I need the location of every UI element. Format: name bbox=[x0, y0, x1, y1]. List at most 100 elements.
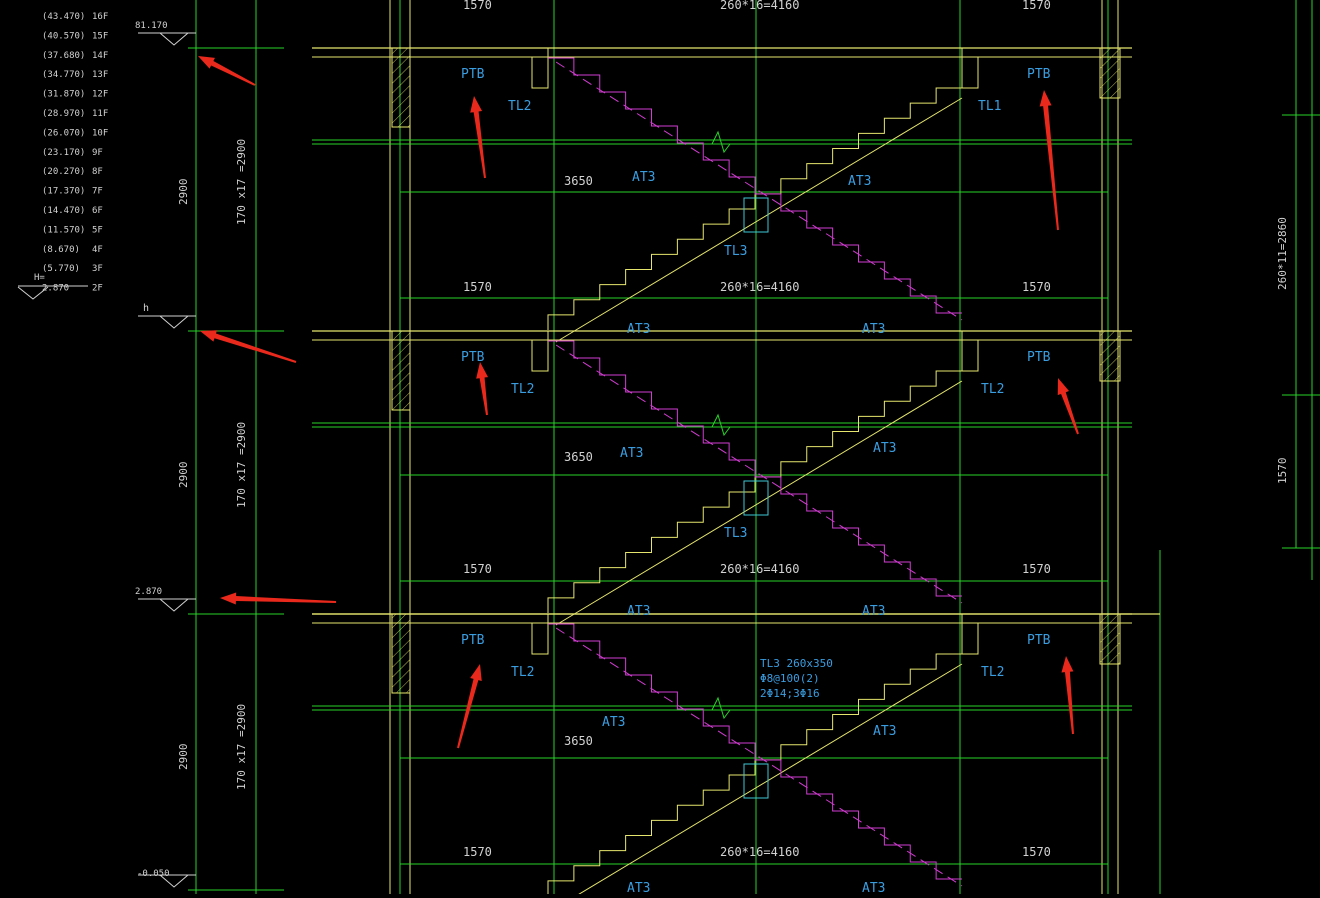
at3-label: AT3 bbox=[602, 715, 625, 730]
stair-soffit bbox=[555, 97, 963, 343]
mid-dim: 3650 bbox=[564, 174, 593, 188]
annotation-arrow bbox=[470, 96, 486, 179]
storey-height-2: 2900 bbox=[177, 462, 190, 489]
beam-tl3-box bbox=[743, 197, 769, 233]
mid-dim: 3650 bbox=[564, 734, 593, 748]
tl3-label: TL3 bbox=[724, 244, 747, 259]
flight-dim-a: 1570 bbox=[463, 280, 492, 294]
annotation-arrow bbox=[1061, 656, 1074, 735]
level-mark-triangle bbox=[159, 32, 189, 46]
ptb-label: PTB bbox=[461, 633, 485, 648]
wall-hatch bbox=[391, 613, 411, 694]
at3-label: AT3 bbox=[862, 881, 885, 894]
wall-hatch bbox=[1099, 47, 1121, 99]
at3-label: AT3 bbox=[873, 724, 896, 739]
flight-dim-c: 1570 bbox=[1022, 845, 1051, 859]
break-mark bbox=[711, 696, 731, 720]
flight-dim-a: 1570 bbox=[463, 845, 492, 859]
stair-flight-hidden bbox=[548, 340, 962, 597]
floor-number: 6F bbox=[92, 206, 103, 216]
level-mark-2870: 2.870 bbox=[135, 587, 162, 597]
tl1-label: TL1 bbox=[978, 99, 1001, 114]
floor-elevation: (40.570) bbox=[42, 31, 85, 41]
at3-label: AT3 bbox=[627, 604, 650, 619]
right-dim-landing: 1570 bbox=[1276, 458, 1289, 485]
drawing-geometry bbox=[138, 0, 1320, 898]
flight-dim-b: 260*16=4160 bbox=[720, 562, 799, 576]
at3-label: AT3 bbox=[620, 446, 643, 461]
riser-dim-3: 170 x17 =2900 bbox=[235, 704, 248, 790]
tl2-label: TL2 bbox=[511, 665, 534, 680]
ptb-label: PTB bbox=[1027, 350, 1051, 365]
at3-label: AT3 bbox=[862, 322, 885, 337]
floor-number: 5F bbox=[92, 225, 103, 235]
stair-flight-up-right bbox=[547, 370, 962, 613]
floor-elevation: (34.770) bbox=[42, 70, 85, 80]
floor-elevation: (17.370) bbox=[42, 187, 85, 197]
flight-dim-c: 1570 bbox=[1022, 562, 1051, 576]
floor-elevation: (28.970) bbox=[42, 109, 85, 119]
level-mark-top: 81.170 bbox=[135, 21, 168, 31]
wall-hatch bbox=[1099, 330, 1121, 382]
floor-elevation: (37.680) bbox=[42, 51, 85, 61]
break-mark bbox=[711, 130, 731, 154]
top-dim-mid: 260*16=4160 bbox=[720, 0, 799, 12]
floor-number: 15F bbox=[92, 31, 108, 41]
floor-number: 9F bbox=[92, 148, 103, 158]
right-dim-riser: 260*11=2860 bbox=[1276, 217, 1289, 290]
landing-beam-left bbox=[410, 614, 549, 655]
stair-flight-up-right bbox=[547, 653, 962, 896]
annotation-arrow bbox=[476, 362, 489, 416]
tl3-label: TL3 bbox=[724, 526, 747, 541]
floor-elevation: (20.270) bbox=[42, 167, 85, 177]
level-mark-base: -0.050 bbox=[137, 869, 170, 879]
floor-elevation: (43.470) bbox=[42, 12, 85, 22]
floor-number: 2F bbox=[92, 284, 103, 294]
floor-elevation: (8.670) bbox=[42, 245, 80, 255]
floor-number: 12F bbox=[92, 90, 108, 100]
landing-beam-left bbox=[410, 48, 549, 89]
level-mark-triangle bbox=[159, 598, 189, 612]
floor-number: 3F bbox=[92, 264, 103, 274]
landing-beam-right bbox=[961, 331, 1100, 372]
at3-label: AT3 bbox=[627, 322, 650, 337]
stair-soffit bbox=[555, 380, 963, 626]
tl2-label: TL2 bbox=[981, 382, 1004, 397]
annotation-arrows bbox=[198, 56, 1079, 749]
wall-hatch bbox=[1099, 613, 1121, 665]
at3-label: AT3 bbox=[632, 170, 655, 185]
ptb-label: PTB bbox=[1027, 67, 1051, 82]
flight-dim-a: 1570 bbox=[463, 562, 492, 576]
floor-elevation: (11.570) bbox=[42, 225, 85, 235]
floor-number: 10F bbox=[92, 128, 108, 138]
riser-dim-1: 170 x17 =2900 bbox=[235, 139, 248, 225]
stair-flight-hidden bbox=[548, 623, 962, 880]
elevation-triangle bbox=[17, 286, 49, 300]
at3-label: AT3 bbox=[873, 441, 896, 456]
tl2-label: TL2 bbox=[981, 665, 1004, 680]
at3-label: AT3 bbox=[848, 174, 871, 189]
floor-elevation: (5.770) bbox=[42, 264, 80, 274]
beam-note-line1: TL3 260x350 bbox=[760, 657, 833, 670]
storey-height-1: 2900 bbox=[177, 179, 190, 206]
stair-soffit bbox=[571, 663, 963, 898]
level-mark-h: h bbox=[143, 303, 149, 314]
flight-dim-b: 260*16=4160 bbox=[720, 280, 799, 294]
floor-elevation-table: (43.470)16F(40.570)15F(37.680)14F(34.770… bbox=[17, 12, 108, 300]
floor-number: 16F bbox=[92, 12, 108, 22]
stair-hidden-soffit bbox=[555, 627, 963, 887]
floor-number: 13F bbox=[92, 70, 108, 80]
annotation-arrow bbox=[1039, 90, 1059, 231]
landing-beam-right bbox=[961, 48, 1100, 89]
tl2-label: TL2 bbox=[511, 382, 534, 397]
ptb-label: PTB bbox=[461, 67, 485, 82]
floor-elevation: 2.870 bbox=[42, 284, 69, 294]
stair-hidden-soffit bbox=[555, 344, 963, 604]
annotation-arrow bbox=[198, 56, 256, 86]
wall-hatch bbox=[391, 330, 411, 411]
top-dim-right: 1570 bbox=[1022, 0, 1051, 12]
beam-tl3-box bbox=[743, 763, 769, 799]
wall-hatch bbox=[391, 47, 411, 128]
